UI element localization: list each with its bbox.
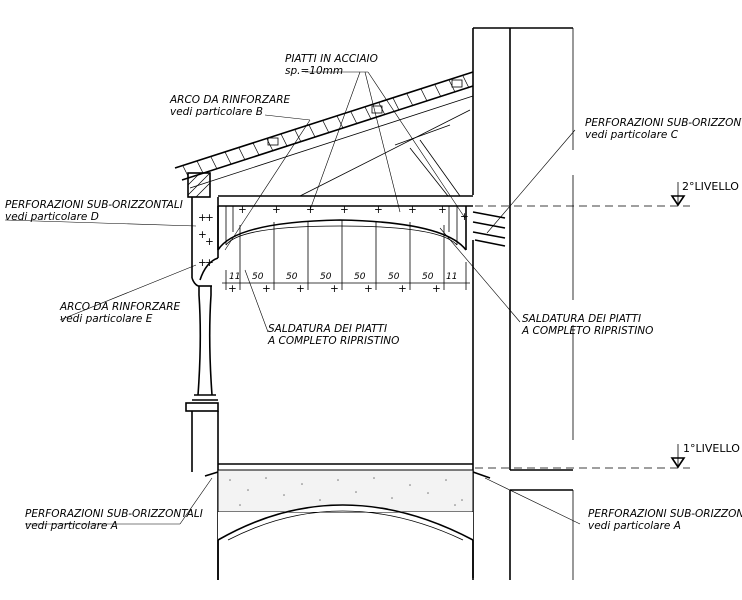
level-2-label: 2°LIVELLO (682, 180, 739, 193)
svg-text:+: + (398, 283, 407, 295)
column (185, 286, 219, 580)
svg-text:+: + (340, 204, 349, 216)
dim-label: 50 (422, 272, 434, 282)
dim-label: 11 (229, 272, 240, 282)
svg-text:+: + (432, 283, 441, 295)
label-perf-d-ref: vedi particolare D (5, 211, 99, 223)
dim-label: 50 (388, 272, 400, 282)
label-steel-plates-thickness: sp.=10mm (285, 65, 343, 77)
label-weld-left: SALDATURA DEI PIATTI (268, 323, 387, 335)
left-pier: + + + + + + (187, 172, 219, 287)
label-perf-d: PERFORAZIONI SUB-ORIZZONTALI (5, 199, 183, 211)
svg-text:+: + (198, 212, 207, 224)
lower-floor (204, 463, 491, 580)
label-arch-b-ref: vedi particolare B (170, 106, 263, 118)
level-1-label: 1°LIVELLO (683, 442, 740, 455)
svg-text:+: + (408, 204, 417, 216)
roof (174, 71, 474, 207)
svg-text:+: + (306, 204, 315, 216)
label-weld-left-2: A COMPLETO RIPRISTINO (267, 335, 399, 347)
label-perf-a-left: PERFORAZIONI SUB-ORIZZONTALI (25, 508, 203, 520)
level-2-marker: 2°LIVELLO (475, 180, 739, 207)
svg-text:+: + (198, 257, 207, 269)
dim-label: 50 (354, 272, 366, 282)
label-arch-e: ARCO DA RINFORZARE (59, 301, 181, 313)
svg-text:+: + (374, 204, 383, 216)
svg-text:+: + (272, 204, 281, 216)
label-perf-a-right-ref: vedi particolare A (588, 520, 681, 532)
roof-tiles (182, 75, 470, 179)
label-perf-a-left-ref: vedi particolare A (25, 520, 118, 532)
level-1-marker: 1°LIVELLO (475, 442, 740, 469)
svg-text:+: + (364, 283, 373, 295)
svg-text:+: + (330, 283, 339, 295)
label-perf-a-right: PERFORAZIONI SUB-ORIZZONTALI (588, 508, 742, 520)
annotations: PIATTI IN ACCIAIO sp.=10mm ARCO DA RINFO… (5, 53, 742, 532)
svg-text:+: + (296, 283, 305, 295)
svg-text:+: + (198, 229, 207, 241)
floor-fill-dots (229, 477, 463, 506)
label-perf-c: PERFORAZIONI SUB-ORIZZONTALI (585, 117, 742, 129)
svg-text:+: + (438, 204, 447, 216)
dim-label: 11 (446, 272, 457, 282)
leader-lines (4, 71, 581, 525)
dimension-line: + + + + + + + 11 50 50 50 50 50 50 11 (222, 262, 470, 295)
label-weld-right: SALDATURA DEI PIATTI (522, 313, 641, 325)
label-arch-e-ref: vedi particolare E (60, 313, 153, 325)
svg-text:+: + (238, 204, 247, 216)
right-wall (472, 27, 574, 580)
svg-text:+: + (205, 236, 214, 248)
dim-label: 50 (320, 272, 332, 282)
label-weld-right-2: A COMPLETO RIPRISTINO (521, 325, 653, 337)
label-perf-c-ref: vedi particolare C (585, 129, 679, 141)
svg-text:+: + (205, 212, 214, 224)
svg-text:+: + (262, 283, 271, 295)
svg-text:+: + (228, 283, 237, 295)
svg-text:+: + (205, 257, 214, 269)
label-arch-b: ARCO DA RINFORZARE (169, 94, 291, 106)
label-steel-plates: PIATTI IN ACCIAIO (285, 53, 378, 65)
dim-label: 50 (252, 272, 264, 282)
dim-label: 50 (286, 272, 298, 282)
perforations-upper (472, 211, 506, 247)
